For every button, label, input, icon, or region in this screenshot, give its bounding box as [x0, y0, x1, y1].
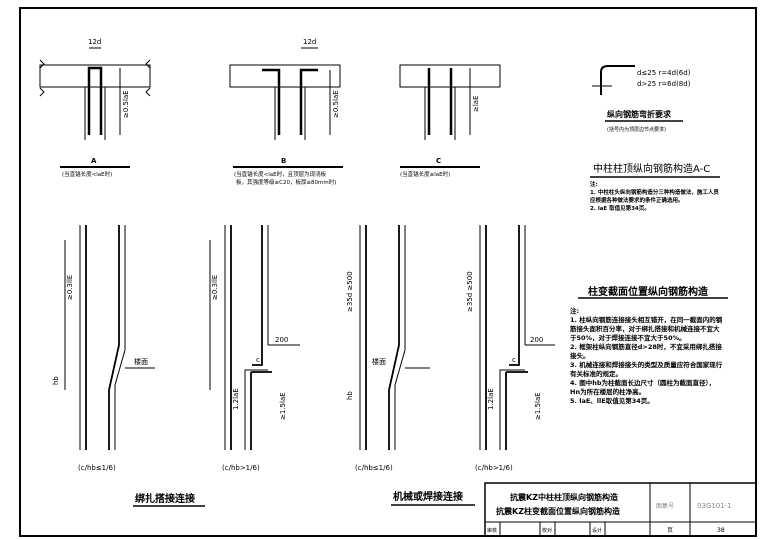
- detail-a-condition: (当直锚长度<laE时): [62, 170, 112, 178]
- title-line-1: 抗震KZ中柱柱顶纵向钢筋构造: [510, 492, 618, 502]
- bend-diagram: [592, 65, 635, 95]
- dim-hb-3: hb: [346, 391, 354, 400]
- detail-a: [39, 47, 151, 140]
- atlas-label: 图集号: [656, 502, 674, 510]
- dim-15-4: ≥1.5laE: [534, 392, 542, 420]
- dim-lle-2: ≥0.3llE: [211, 275, 219, 300]
- title-block: [484, 482, 757, 537]
- column-4: [479, 225, 555, 450]
- bend-rule-1: d≤25 r=4d(6d): [637, 69, 691, 77]
- section1-note-1: 1. 中柱柱头纵向钢筋构造分三种构造做法，施工人员应根据各种做法要求的条件正确选…: [590, 190, 719, 204]
- title-line-2: 抗震KZ柱变截面位置纵向钢筋构造: [496, 506, 620, 516]
- column-3: [359, 225, 430, 450]
- dim-200-2: 200: [275, 336, 288, 344]
- dim-lle-1: ≥0.3llE: [66, 275, 74, 300]
- detail-c-label: C: [436, 157, 441, 165]
- bend-subtitle: (括号内为顶层边节点要求): [607, 126, 666, 133]
- detail-b: [229, 47, 341, 140]
- page-number: 38: [717, 527, 725, 534]
- detail-a-label: A: [91, 157, 97, 165]
- section2-notes: 注: 1. 柱纵向钢筋连接接头相互错开，在同一截面内的钢筋接头面积百分率，对于绑…: [570, 307, 725, 406]
- dim-12d-a: 12d: [88, 38, 101, 46]
- ratio-4: (c/hb>1/6): [475, 464, 513, 472]
- dim-c-4: c: [512, 356, 516, 364]
- detail-b-condition-1: (当直锚长度<laE时，且顶层为现浇板: [234, 170, 327, 178]
- dim-c-side: ≥laE: [472, 95, 480, 112]
- bend-rule-2: d>25 r=6d(8d): [637, 80, 691, 88]
- sheet-border: [19, 7, 757, 537]
- dim-12-2: 1.2laE: [232, 388, 240, 410]
- atlas-number: 03G101-1: [697, 502, 732, 510]
- page-label: 页: [667, 527, 673, 534]
- dim-200-4: 200: [530, 336, 543, 344]
- section1-note-2: 2. laE 取值见第34页。: [590, 206, 650, 212]
- dim-b-side: ≥0.5laE: [332, 90, 340, 118]
- section2-note-4: 4. 图中hb为柱截面长边尺寸（圆柱为截面直径），Hn为所在楼层的柱净高。: [570, 379, 716, 396]
- detail-b-label: B: [281, 157, 286, 165]
- review-label: 审核: [487, 527, 497, 534]
- design-label: 设计: [592, 527, 602, 534]
- dim-c-2: c: [256, 356, 260, 364]
- section2-note-5: 5. laE、llE取值见第34页。: [570, 397, 654, 405]
- dim-12-4: 1.2laE: [487, 388, 495, 410]
- detail-c-condition: (当直锚长度≥laE时): [400, 170, 450, 178]
- dim-500-3: ≥35d ≥500: [346, 271, 354, 312]
- dim-hb-1: hb: [52, 376, 60, 385]
- section2-note-2: 2. 框架柱纵向钢筋直径d>28时，不宜采用绑扎搭接接头。: [570, 343, 722, 360]
- dim-a-side: ≥0.5laE: [122, 90, 130, 118]
- section2-note-3: 3. 机械连接和焊接接头的类型及质量应符合国家现行有关标准的规定。: [570, 361, 723, 378]
- ratio-2: (c/hb>1/6): [222, 464, 260, 472]
- section1-title: 中柱柱顶纵向钢筋构造A-C: [593, 162, 710, 175]
- caption-lap: 绑扎搭接连接: [135, 492, 195, 505]
- ratio-1: (c/hb≤1/6): [78, 464, 116, 472]
- column-2: [209, 225, 300, 450]
- caption-mech: 机械或焊接连接: [393, 490, 463, 503]
- dim-500-4: ≥35d ≥500: [466, 271, 474, 312]
- section1-notes-prefix: 注:: [590, 182, 598, 188]
- section1-notes: 注: 1. 中柱柱头纵向钢筋构造分三种构造做法，施工人员应根据各种做法要求的条件…: [590, 181, 720, 213]
- floor-label-3: 楼面: [372, 357, 386, 366]
- check-label: 校对: [542, 527, 552, 534]
- floor-label-1: 楼面: [134, 357, 148, 366]
- detail-b-condition-2: 板，其强度等级≥C20，板厚≥80mm时): [236, 178, 336, 186]
- section2-note-1: 1. 柱纵向钢筋连接接头相互错开，在同一截面内的钢筋接头面积百分率，对于绑扎搭接…: [570, 316, 723, 342]
- column-1: [64, 225, 155, 450]
- bend-title: 纵向钢筋弯折要求: [607, 109, 672, 119]
- ratio-3: (c/hb≤1/6): [355, 464, 393, 472]
- dim-12d-b: 12d: [303, 38, 316, 46]
- section2-title: 柱变截面位置纵向钢筋构造: [588, 285, 709, 298]
- detail-c: [399, 64, 501, 140]
- dim-15-2: ≥1.5laE: [279, 392, 287, 420]
- section2-notes-prefix: 注:: [570, 307, 580, 315]
